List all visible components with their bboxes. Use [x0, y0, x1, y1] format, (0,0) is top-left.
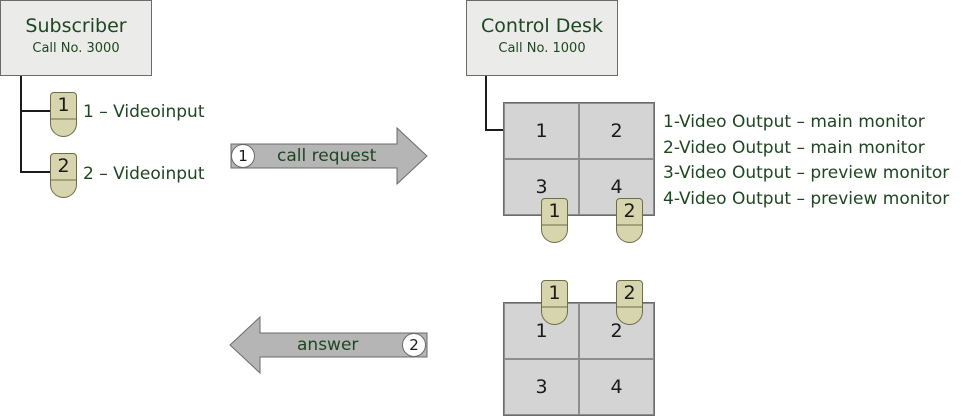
camera-1-number: 1 [57, 94, 70, 116]
camera-badge-2-bottom-icon: 2 [616, 280, 643, 325]
camera-badge-2-top-icon: 2 [616, 198, 643, 243]
control-desk-call-number: Call No. 1000 [498, 41, 586, 56]
camera-badge-2-bottom-number: 2 [623, 282, 636, 304]
answer-arrow [229, 316, 428, 375]
video-output-1: 1-Video Output – main monitor [663, 112, 925, 132]
monitor-cell-2: 2 [579, 103, 654, 159]
subscriber-trunk-line [20, 76, 22, 173]
answer-label: answer [297, 335, 359, 355]
video-outputs-list: 1-Video Output – main monitor 2-Video Ou… [663, 110, 949, 212]
video-output-3: 3-Video Output – preview monitor [663, 163, 950, 183]
camera-1-icon: 1 [50, 92, 77, 137]
video-input-1-label: 1 – Videoinput [83, 102, 205, 122]
control-desk-box: Control Desk Call No. 1000 [466, 0, 618, 76]
call-request-arrow [230, 127, 428, 186]
video-output-4: 4-Video Output – preview monitor [663, 188, 950, 209]
subscriber-box: Subscriber Call No. 3000 [0, 0, 152, 76]
subscriber-title: Subscriber [25, 15, 127, 37]
subscriber-call-number: Call No. 3000 [32, 41, 120, 56]
input-2-branch-line [20, 171, 50, 173]
answer-step-badge: 2 [402, 333, 426, 357]
control-desk-trunk-line [485, 76, 487, 131]
call-request-step-badge: 1 [231, 144, 255, 168]
video-input-2-label: 2 – Videoinput [83, 164, 205, 184]
control-desk-title: Control Desk [481, 15, 603, 37]
camera-badge-2-top-number: 2 [623, 200, 636, 222]
video-output-2: 2-Video Output – main monitor [663, 137, 925, 158]
camera-2-icon: 2 [50, 153, 77, 198]
camera-badge-1-top-icon: 1 [541, 198, 568, 243]
monitor-cell-3: 3 [504, 359, 579, 415]
control-desk-branch-line [485, 129, 504, 131]
camera-badge-1-bottom-number: 1 [548, 282, 561, 304]
camera-badge-1-bottom-icon: 1 [541, 280, 568, 325]
monitor-cell-4: 4 [579, 359, 654, 415]
camera-badge-1-top-number: 1 [548, 200, 561, 222]
camera-2-number: 2 [57, 155, 70, 177]
monitor-cell-1: 1 [504, 103, 579, 159]
call-request-label: call request [277, 146, 377, 166]
input-1-branch-line [20, 110, 50, 112]
